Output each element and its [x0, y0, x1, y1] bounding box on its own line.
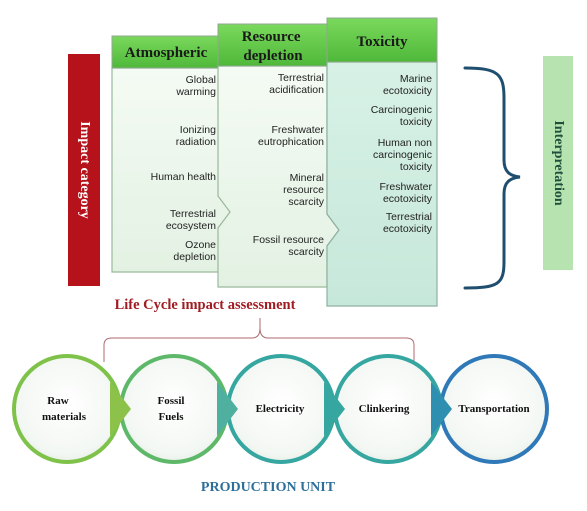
arrow-1-icon	[110, 382, 131, 436]
interpretation-label: Interpretation	[551, 120, 566, 205]
production-unit-label: PRODUCTION UNIT	[201, 480, 336, 495]
toxicity-panel	[326, 17, 438, 307]
header-resource-depletion: Resource depletion	[242, 29, 305, 64]
header-toxicity: Toxicity	[356, 34, 408, 50]
item-human-health: Human health	[151, 171, 217, 183]
atmospheric-panel	[111, 35, 233, 273]
impact-category-label: Impact category	[77, 121, 92, 219]
stage-label-electricity: Electricity	[256, 403, 305, 415]
stage-label-transportation: Transportation	[458, 403, 529, 415]
toxicity-header	[326, 17, 438, 63]
resource-depletion-panel	[217, 23, 340, 288]
arrow-4-icon	[431, 382, 452, 436]
arrow-3-icon	[324, 382, 345, 436]
interpretation-bracket	[463, 66, 521, 290]
header-atmospheric: Atmospheric	[125, 45, 208, 61]
production-stages	[12, 354, 549, 464]
stage-raw-materials	[12, 354, 122, 464]
arrow-2-icon	[217, 382, 238, 436]
lcia-connector	[103, 318, 415, 362]
stage-fossil-fuels	[119, 354, 229, 464]
lcia-label: Life Cycle impact assessment	[115, 297, 296, 313]
atmospheric-header	[111, 35, 221, 69]
stage-label-clinkering: Clinkering	[359, 403, 410, 415]
impact-category-bar	[68, 54, 100, 286]
interpretation-bar	[543, 56, 573, 270]
